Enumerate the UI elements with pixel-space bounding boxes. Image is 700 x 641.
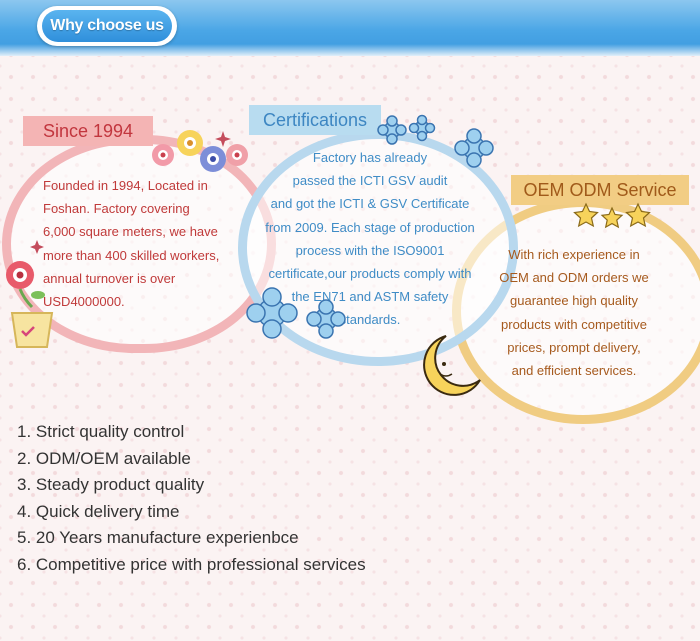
list-item: 5. 20 Years manufacture experienbce — [17, 528, 299, 548]
list-item: 2. ODM/OEM available — [17, 448, 191, 468]
cert-line: from 2009. Each stage of production — [265, 219, 475, 235]
since-line: Foshan. Factory covering — [43, 201, 190, 217]
cert-line: certificate,our products comply with — [268, 266, 472, 282]
sparkle-icon — [215, 131, 231, 147]
oem-line: prices, prompt delivery, — [507, 339, 641, 355]
crescent-moon-icon — [423, 335, 481, 396]
list-item: 4. Quick delivery time — [17, 501, 180, 521]
since-tag: Since 1994 — [23, 116, 153, 146]
cert-description: Factory has already passed the ICTI GSV … — [253, 146, 487, 332]
oem-line: With rich experience in — [508, 247, 640, 262]
cert-line: the EN71 and ASTM safety — [291, 289, 449, 305]
flower-cluster-icon — [152, 130, 248, 172]
since-line: USD4000000. — [43, 294, 125, 310]
stars-icon — [573, 202, 651, 229]
oem-description: With rich experience in OEM and ODM orde… — [490, 243, 658, 382]
page-title: Why choose us — [42, 10, 172, 42]
snowflake-cluster-icon — [246, 287, 346, 339]
cert-line: process with the ISO9001 — [295, 242, 445, 258]
cert-line: passed the ICTI GSV audit — [292, 173, 448, 189]
since-line: 6,000 square meters, we have — [43, 224, 218, 240]
oem-line: OEM and ODM orders we — [499, 270, 649, 286]
cert-line: standards. — [339, 312, 401, 328]
list-item: 6. Competitive price with professional s… — [17, 554, 366, 574]
feature-list: 1. Strict quality control 2. ODM/OEM ava… — [17, 419, 366, 579]
header-pill: Why choose us — [37, 6, 177, 46]
cert-line: Factory has already — [312, 150, 428, 165]
since-line: Founded in 1994, Located in — [43, 178, 208, 193]
list-item: 1. Strict quality control — [17, 422, 185, 441]
potted-flower-icon — [6, 261, 54, 348]
cert-line: and got the ICTI & GSV Certificate — [270, 196, 470, 212]
oem-tag: OEM ODM Service — [511, 175, 689, 205]
cert-tag: Certifications — [249, 105, 381, 135]
snowflake-cluster-icon — [377, 114, 494, 168]
since-line: more than 400 skilled workers, — [43, 247, 220, 263]
list-item: 3. Steady product quality — [17, 475, 205, 495]
sparkle-icon — [30, 240, 44, 254]
oem-line: guarantee high quality — [510, 293, 638, 309]
header-bar-glow — [0, 44, 700, 56]
oem-line: products with competitive — [501, 316, 647, 332]
since-description: Founded in 1994, Located in Foshan. Fact… — [43, 174, 219, 313]
oem-line: and efficient services. — [511, 363, 637, 379]
since-line: annual turnover is over — [43, 270, 176, 286]
